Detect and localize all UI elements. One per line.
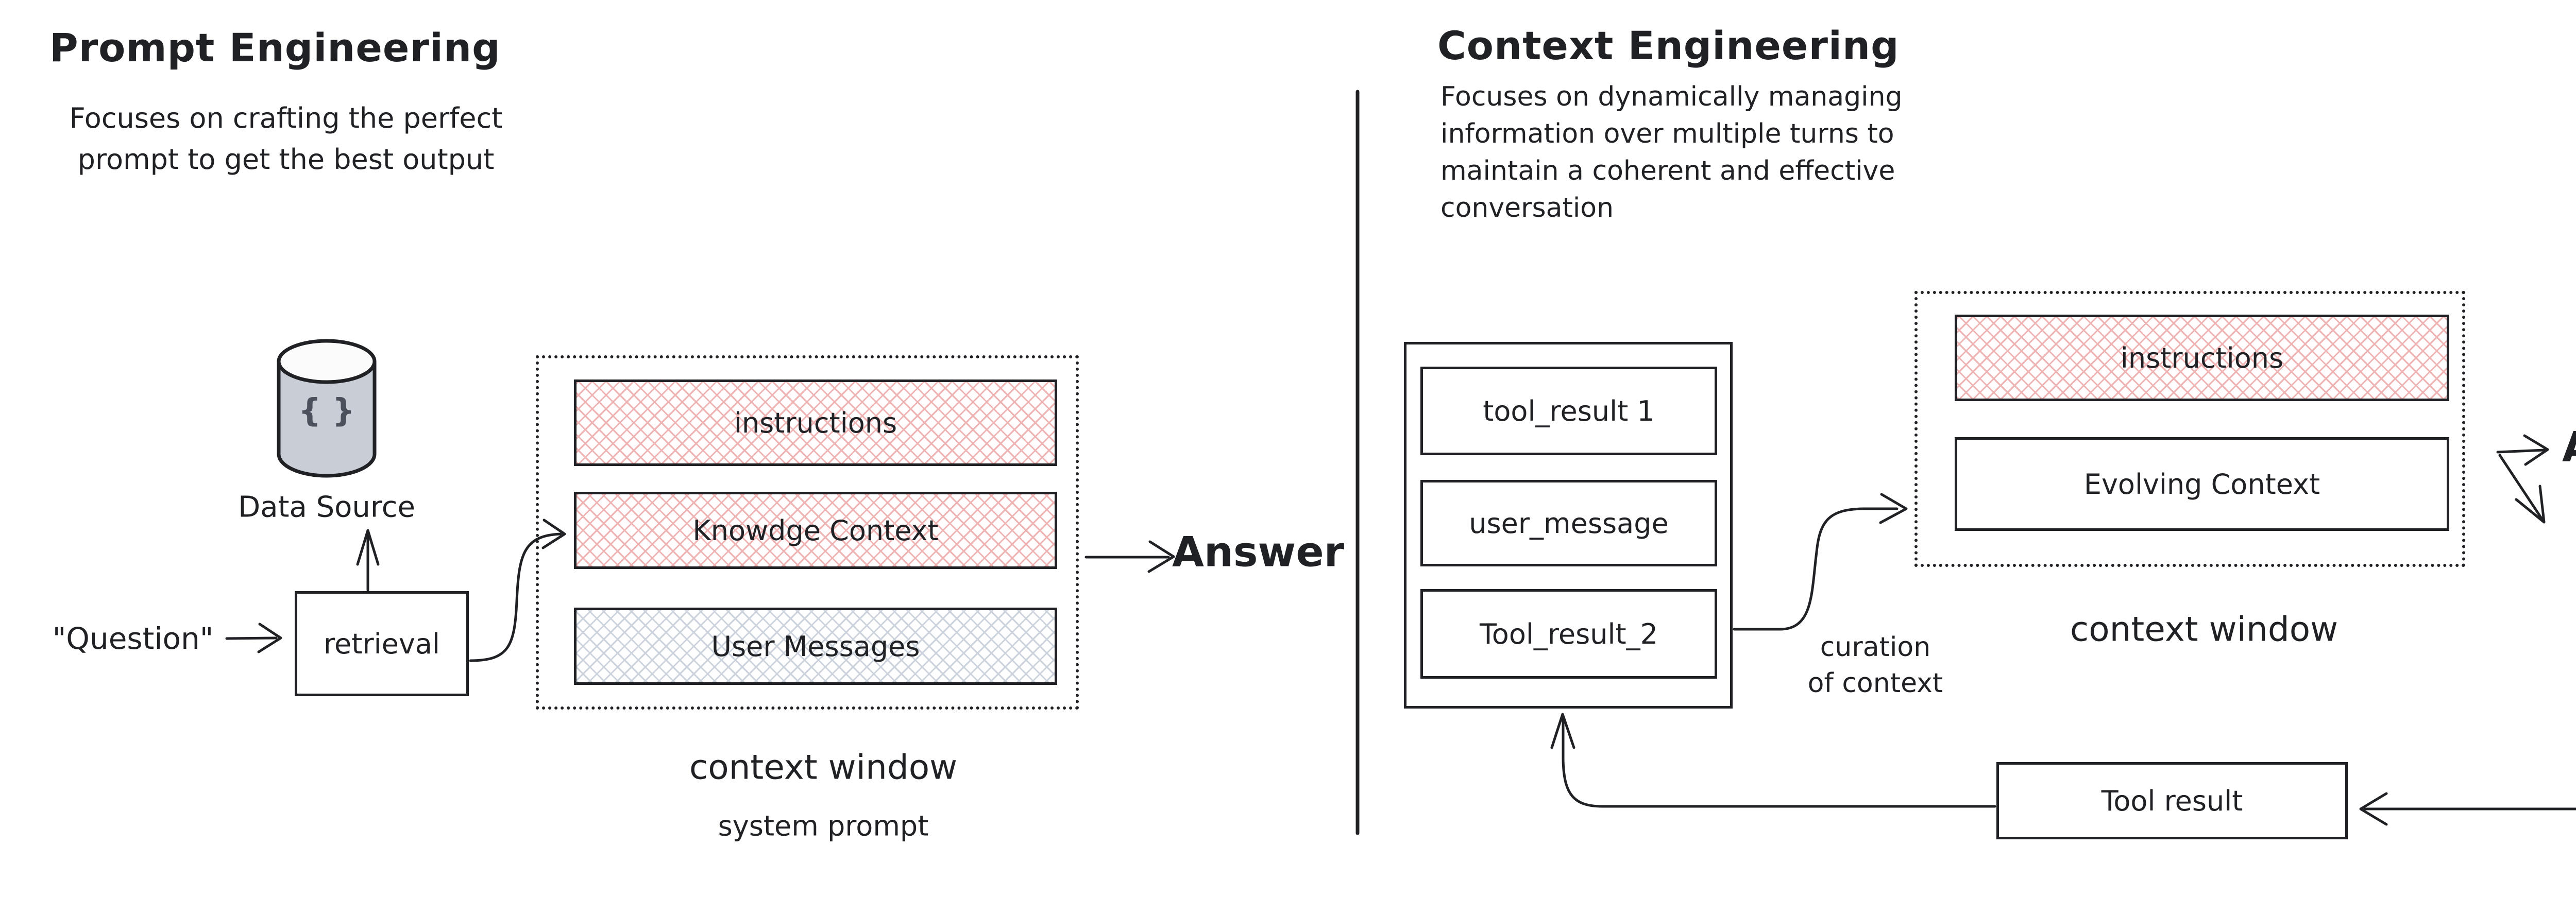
user-messages-label: User Messages [711,630,920,663]
tool-result-label: Tool result [2101,784,2243,817]
instructions-box-right: instructions [1955,315,2449,401]
left-title: Prompt Engineering [49,25,501,71]
arrow-context-to-answer-left [1084,540,1175,573]
arrow-context-to-toolcall [2498,454,2546,524]
arrow-toolresult-to-history [1550,713,1996,808]
question-label: "Question" [52,621,214,656]
arrow-retrieval-to-datasource [356,529,380,592]
knowledge-context-label: Knowdge Context [692,514,939,547]
tool-result-1-label: tool_result 1 [1483,394,1655,427]
knowledge-context-box: Knowdge Context [574,492,1057,569]
curation-label: curation of context [1807,632,1943,699]
data-source-label: Data Source [238,490,415,524]
braces-glyph: { } [298,391,355,429]
right-title: Context Engineering [1437,23,1900,68]
retrieval-box: retrieval [295,591,469,696]
retrieval-label: retrieval [324,627,440,660]
instructions-box-left: instructions [574,380,1057,466]
tool-result-2-label: Tool_result_2 [1479,617,1658,650]
context-window-right: instructions Evolving Context [1914,291,2465,567]
arrow-context-to-answer-right [2496,434,2549,466]
user-messages-box: User Messages [574,608,1057,685]
arrow-question-to-retrieval [225,623,282,653]
answer-label-right: Answer [2562,423,2576,471]
arrow-toolcall-to-toolresult [2359,792,2576,826]
evolving-context-box: Evolving Context [1955,437,2449,531]
right-description: Focuses on dynamically managing informat… [1440,81,1903,223]
user-message-box: user_message [1420,480,1717,566]
arrow-curation [1733,493,1908,631]
user-message-label: user_message [1469,507,1669,540]
instructions-label-right: instructions [2120,341,2284,374]
evolving-context-label: Evolving Context [2083,468,2320,501]
left-description: Focuses on crafting the perfect prompt t… [69,102,503,176]
tool-result-1-box: tool_result 1 [1420,367,1717,455]
instructions-label-left: instructions [734,406,897,439]
context-window-caption-right: context window [2070,609,2338,649]
system-prompt-caption: system prompt [718,809,929,842]
tool-result-box: Tool result [1996,762,2348,839]
answer-label-left: Answer [1172,528,1345,576]
context-window-left: instructions Knowdge Context User Messag… [536,355,1079,710]
tool-result-2-box: Tool_result_2 [1420,589,1717,679]
context-window-caption-left: context window [689,747,958,787]
